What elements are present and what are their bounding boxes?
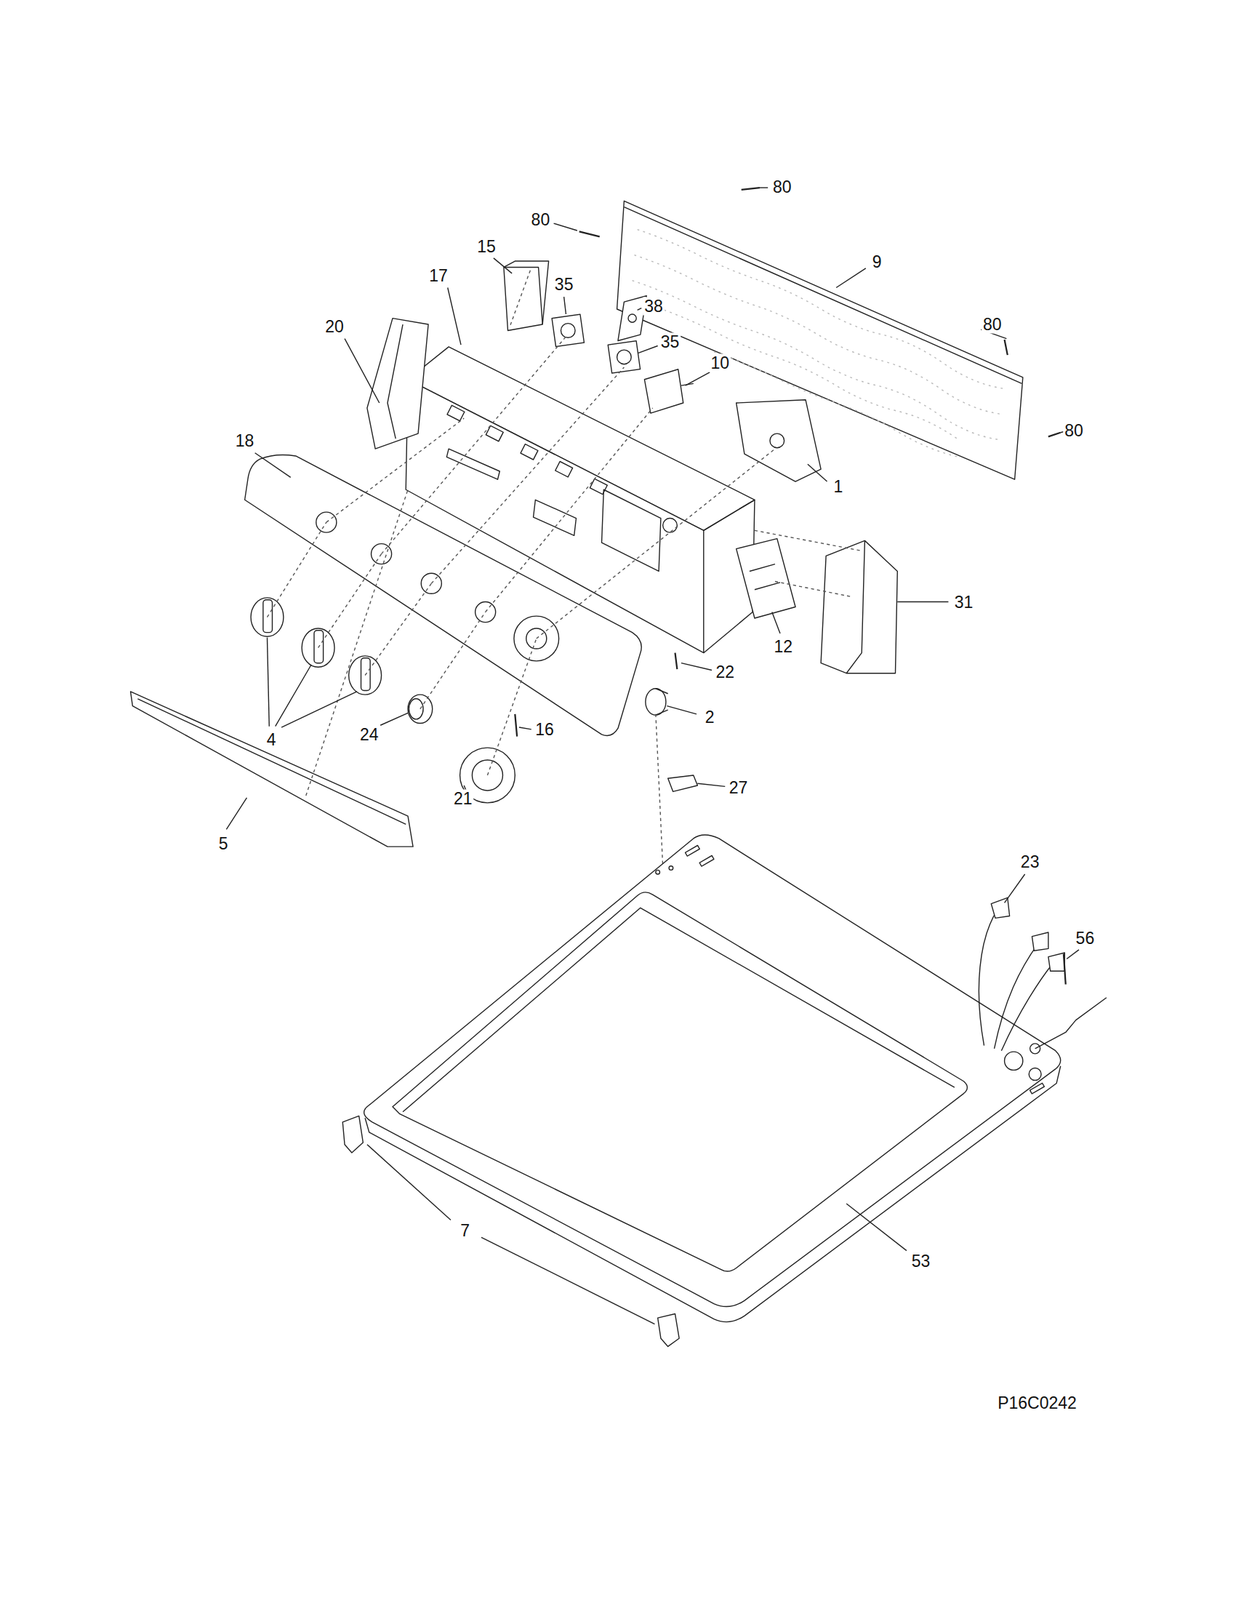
callout-number: 80 xyxy=(1062,420,1085,440)
callout-number: 20 xyxy=(323,316,346,336)
callout-number: 35 xyxy=(659,332,682,351)
callout-number: 7 xyxy=(458,1220,472,1239)
callout-number: 4 xyxy=(265,729,278,749)
callout-number: 22 xyxy=(713,663,736,682)
callout-number: 53 xyxy=(910,1251,933,1270)
callout-number: 16 xyxy=(533,719,556,738)
callout-number: 18 xyxy=(234,431,256,450)
callout-number: 21 xyxy=(452,789,475,808)
callout-number: 80 xyxy=(771,177,794,196)
callout-number: 10 xyxy=(708,354,731,373)
callout-number: 1 xyxy=(832,477,845,496)
callout-number: 17 xyxy=(427,266,450,285)
callout-number: 27 xyxy=(727,777,750,797)
callout-number: 56 xyxy=(1074,929,1097,948)
callout-number: 24 xyxy=(358,724,381,744)
callout-number: 35 xyxy=(553,275,576,294)
callout-number: 31 xyxy=(953,592,975,611)
callout-number: 2 xyxy=(703,708,717,727)
callout-number: 9 xyxy=(871,253,884,272)
callout-number: 5 xyxy=(217,833,230,853)
drawing-number: P16C0242 xyxy=(996,1393,1079,1412)
callout-number: 12 xyxy=(772,637,794,656)
callout-number: 15 xyxy=(475,237,498,256)
callout-number: 23 xyxy=(1019,852,1042,872)
callout-number: 80 xyxy=(530,210,552,229)
callout-number: 80 xyxy=(981,315,1004,334)
callout-number: 38 xyxy=(642,296,665,315)
